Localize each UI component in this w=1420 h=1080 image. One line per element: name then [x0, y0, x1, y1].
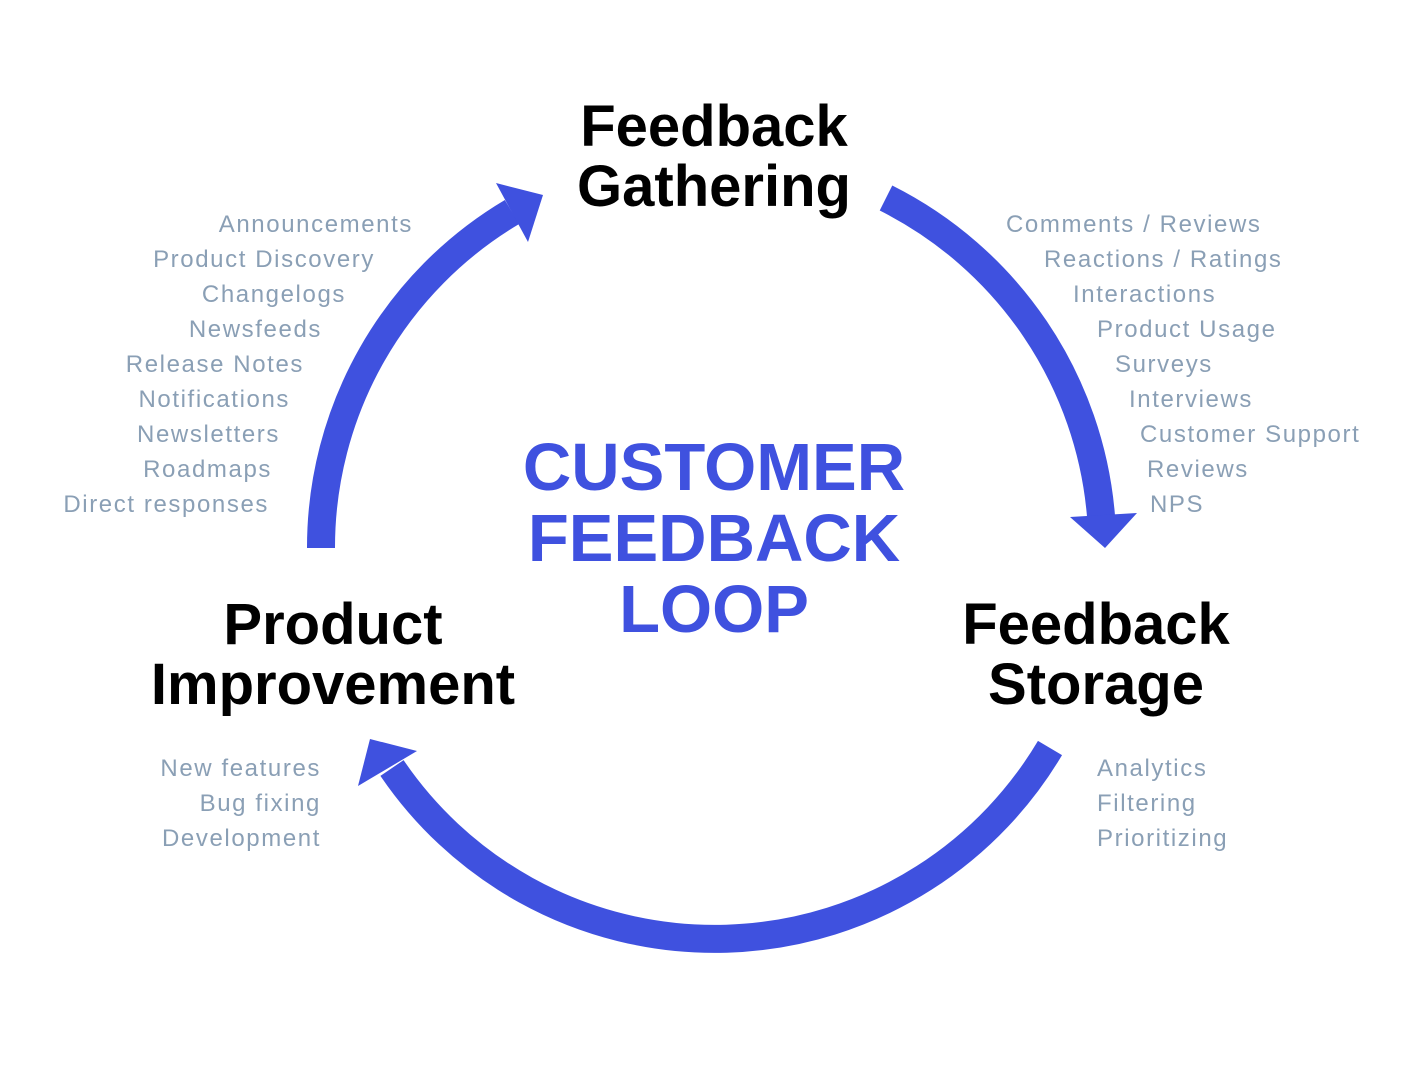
list-item: Customer Support: [1140, 421, 1361, 448]
list-item: Interviews: [1129, 386, 1254, 413]
list-item: Comments / Reviews: [1006, 211, 1262, 238]
center-title-line: FEEDBACK: [527, 501, 901, 576]
list-item: Notifications: [138, 386, 290, 413]
stage-feedback-storage: Feedback Storage: [962, 595, 1230, 715]
stage-title-line: Feedback: [962, 592, 1230, 657]
list-item: Reviews: [1147, 456, 1249, 483]
stage-product-improvement: Product Improvement: [151, 595, 515, 715]
list-item: Development: [161, 825, 321, 852]
center-title: CUSTOMER FEEDBACK LOOP: [523, 432, 905, 645]
list-item: Direct responses: [63, 491, 269, 518]
stage-title-line: Gathering: [577, 154, 851, 219]
list-item: Announcements: [218, 211, 413, 238]
list-item: Release Notes: [125, 351, 304, 378]
arrowhead-improvement: [358, 739, 417, 786]
list-item: Product Discovery: [153, 246, 375, 273]
arrow-gathering-to-storage: [879, 185, 1115, 518]
list-item: Newsfeeds: [188, 316, 322, 343]
center-title-line: LOOP: [619, 572, 809, 647]
list-item: Bug fixing: [199, 790, 321, 817]
list-item: Changelogs: [201, 281, 346, 308]
arrowhead-storage: [1070, 513, 1137, 548]
list-item: NPS: [1150, 491, 1205, 518]
list-item: Newsletters: [137, 421, 280, 448]
stage-title-line: Storage: [988, 652, 1204, 717]
arrow-improvement-to-gathering: [306, 199, 520, 549]
stage-title-line: Product: [223, 592, 443, 657]
stage-title-line: Improvement: [150, 652, 516, 717]
arrowhead-gathering: [496, 183, 543, 242]
list-item: Product Usage: [1097, 316, 1277, 343]
stage-title-line: Feedback: [580, 94, 848, 159]
arrow-storage-to-improvement: [380, 740, 1063, 953]
list-item: Filtering: [1097, 790, 1197, 817]
stage-feedback-gathering: Feedback Gathering: [577, 97, 851, 217]
list-item: Interactions: [1073, 281, 1217, 308]
list-item: Roadmaps: [143, 456, 272, 483]
center-title-line: CUSTOMER: [522, 430, 906, 505]
list-item: Reactions / Ratings: [1044, 246, 1283, 273]
list-item: Surveys: [1115, 351, 1213, 378]
list-item: New features: [160, 755, 321, 782]
list-item: Prioritizing: [1097, 825, 1229, 852]
list-item: Analytics: [1097, 755, 1208, 782]
